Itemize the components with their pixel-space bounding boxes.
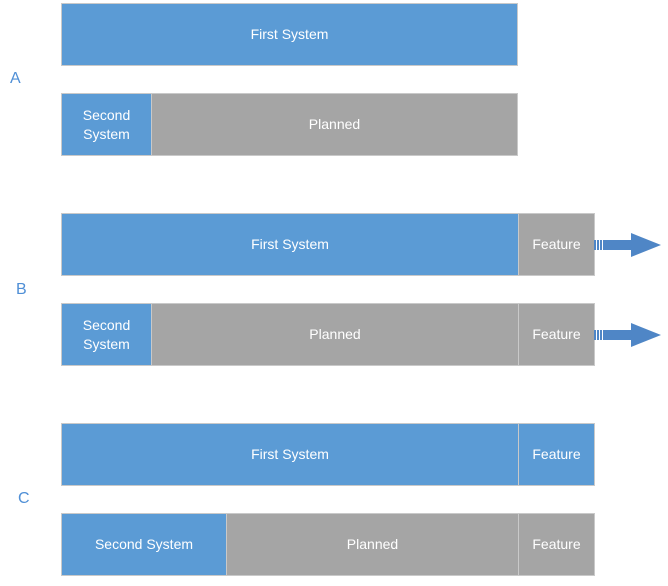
- scenario-b-first-system-bar: First System: [61, 213, 519, 276]
- scenario-a-label: A: [10, 70, 21, 87]
- scenario-b-label: B: [16, 281, 27, 298]
- scenario-b-second-feature-bar: Feature: [518, 303, 595, 366]
- scenario-c-second-feature-bar: Feature: [518, 513, 595, 576]
- scenario-b-second-system-bar: Second System: [61, 303, 152, 366]
- scenario-b-first-feature-bar: Feature: [518, 213, 595, 276]
- scenario-c-planned-bar: Planned: [226, 513, 519, 576]
- scenario-c-first-system-bar: First System: [61, 423, 519, 486]
- scenario-c-label: C: [18, 490, 30, 507]
- scenario-b-planned-bar: Planned: [151, 303, 519, 366]
- scenario-a-planned-bar: Planned: [151, 93, 518, 156]
- scenario-a-second-system-bar: Second System: [61, 93, 152, 156]
- scenario-b-first-arrow-icon: [594, 233, 661, 257]
- scenario-c-second-system-bar: Second System: [61, 513, 227, 576]
- scenario-b-second-arrow-icon: [594, 323, 661, 347]
- scenario-c-first-feature-bar: Feature: [518, 423, 595, 486]
- scenario-a-first-system-bar: First System: [61, 3, 518, 66]
